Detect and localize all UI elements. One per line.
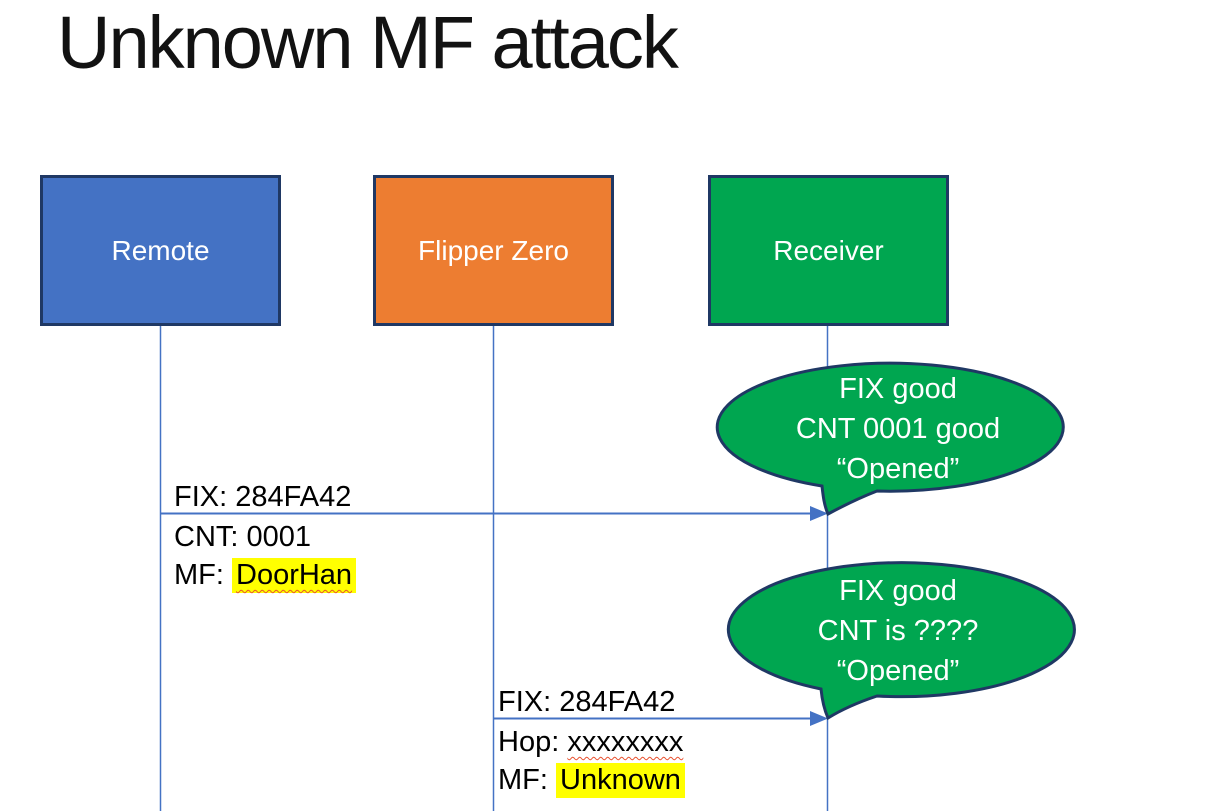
- message-2-hop-prefix: Hop:: [498, 726, 568, 758]
- actor-box-flipper: Flipper Zero: [373, 175, 614, 326]
- callout-1-text: FIX good CNT 0001 good “Opened”: [723, 369, 1073, 489]
- actor-label-receiver: Receiver: [773, 234, 884, 266]
- message-2-label-above: FIX: 284FA42: [498, 686, 676, 718]
- message-1-row-mf: MF: DoorHan: [174, 556, 357, 594]
- callout-2-line-3: “Opened”: [836, 655, 960, 687]
- message-arrowhead-1: [810, 506, 828, 521]
- callout-2-line-2: CNT is ????: [817, 615, 979, 647]
- message-2-label-below: Hop: xxxxxxxx MF: Unknown: [498, 723, 685, 799]
- callout-2-text: FIX good CNT is ???? “Opened”: [723, 571, 1073, 691]
- message-2-hop-value: xxxxxxxx: [567, 726, 684, 758]
- callout-2-line-1: FIX good: [839, 575, 957, 607]
- message-2-mf-prefix: MF:: [498, 764, 556, 796]
- callout-1-line-1: FIX good: [839, 373, 957, 405]
- message-1-cnt-prefix: CNT:: [174, 521, 247, 553]
- actor-box-remote: Remote: [40, 175, 281, 326]
- message-2-row-mf: MF: Unknown: [498, 761, 685, 799]
- message-1-label-above: FIX: 284FA42: [174, 481, 352, 513]
- callout-1-line-2: CNT 0001 good: [795, 413, 1001, 445]
- callout-bubble-2: [726, 561, 1076, 721]
- callout-bubble-1: [715, 361, 1065, 517]
- actor-label-flipper: Flipper Zero: [418, 234, 569, 266]
- message-2-mf-value-highlighted: Unknown: [556, 763, 685, 798]
- message-1-mf-value-highlighted: DoorHan: [232, 558, 357, 593]
- slide-title: Unknown MF attack: [57, 1, 679, 84]
- message-arrowhead-2: [810, 711, 828, 726]
- message-2-row-hop: Hop: xxxxxxxx: [498, 723, 685, 761]
- callout-1-line-3: “Opened”: [836, 453, 960, 485]
- message-1-row-cnt: CNT: 0001: [174, 518, 356, 556]
- message-1-label-below: CNT: 0001 MF: DoorHan: [174, 518, 357, 594]
- actor-box-receiver: Receiver: [708, 175, 949, 326]
- message-1-cnt-value: 0001: [246, 521, 312, 553]
- message-1-mf-prefix: MF:: [174, 559, 232, 591]
- actor-label-remote: Remote: [111, 234, 210, 266]
